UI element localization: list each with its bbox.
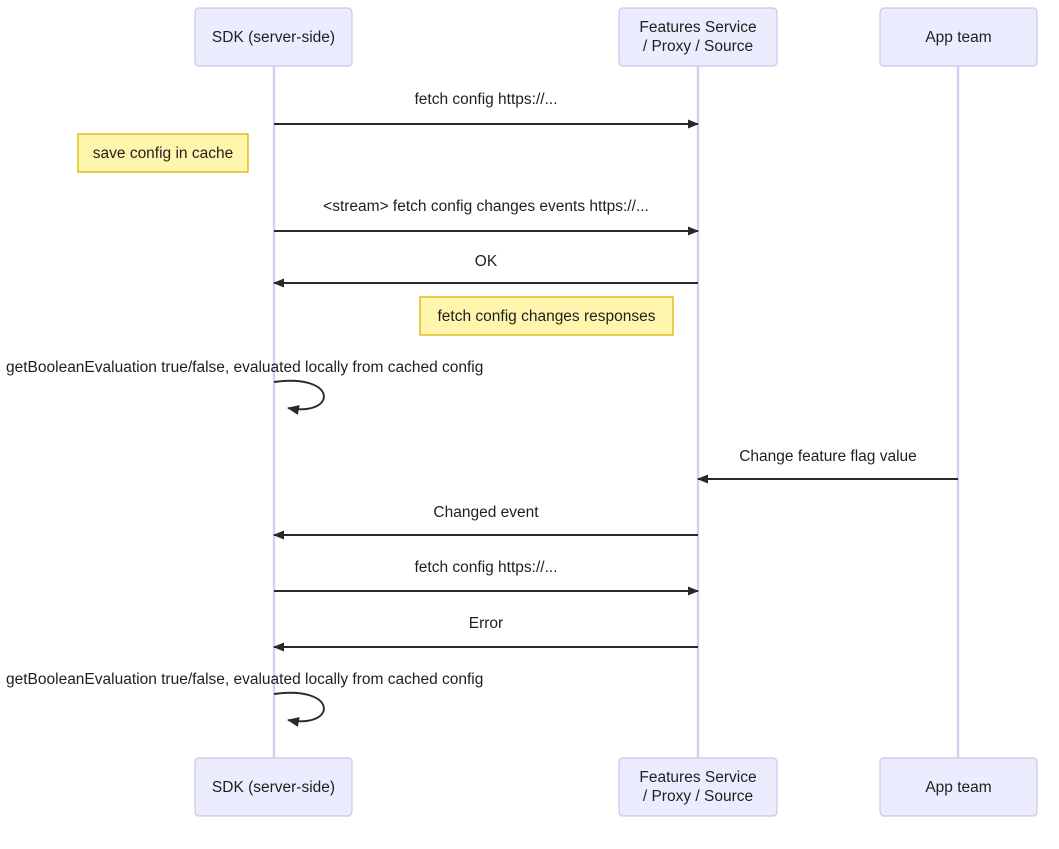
message-label: fetch config https://... xyxy=(414,91,557,108)
self-message-arrow xyxy=(273,379,325,415)
note-label: fetch config changes responses xyxy=(438,308,656,325)
participant-box xyxy=(194,7,353,67)
message-m9[interactable]: getBooleanEvaluation true/false, evaluat… xyxy=(6,671,483,727)
note-box xyxy=(419,296,674,336)
note-box xyxy=(77,133,249,173)
note-n1[interactable]: save config in cache xyxy=(77,133,249,173)
participant-box xyxy=(879,7,1038,67)
participant-sdk-top[interactable]: SDK (server-side) xyxy=(194,7,353,67)
self-message-arrow xyxy=(273,691,325,727)
message-m1[interactable]: fetch config https://... xyxy=(274,91,699,129)
message-m3[interactable]: OK xyxy=(273,253,698,288)
participant-box xyxy=(194,757,353,817)
message-m5[interactable]: Change feature flag value xyxy=(697,448,958,484)
participant-label: App team xyxy=(925,29,991,46)
participant-label: Features Service xyxy=(639,769,756,786)
participant-features-top[interactable]: Features Service / Proxy / Source xyxy=(618,7,778,67)
participant-box xyxy=(618,757,778,817)
message-label: Changed event xyxy=(433,504,539,521)
message-label: Change feature flag value xyxy=(739,448,917,465)
message-label: Error xyxy=(469,615,503,632)
message-m8[interactable]: Error xyxy=(273,615,698,652)
participant-label: SDK (server-side) xyxy=(212,779,335,796)
message-label: OK xyxy=(475,253,498,270)
message-m6[interactable]: Changed event xyxy=(273,504,698,540)
message-label: getBooleanEvaluation true/false, evaluat… xyxy=(6,671,483,688)
lifelines-group xyxy=(272,66,960,758)
participant-appteam-top[interactable]: App team xyxy=(879,7,1038,67)
message-m7[interactable]: fetch config https://... xyxy=(274,559,699,596)
actors-group: SDK (server-side) Features Service / Proxy… xyxy=(194,7,1038,817)
message-label: getBooleanEvaluation true/false, evaluat… xyxy=(6,359,483,376)
participant-appteam-bottom[interactable]: App team xyxy=(879,757,1038,817)
participant-features-bottom[interactable]: Features Service / Proxy / Source xyxy=(618,757,778,817)
participant-label-line2: / Proxy / Source xyxy=(643,788,753,805)
message-label: fetch config https://... xyxy=(414,559,557,576)
participant-box xyxy=(618,7,778,67)
participant-sdk-bottom[interactable]: SDK (server-side) xyxy=(194,757,353,817)
participant-label: SDK (server-side) xyxy=(212,29,335,46)
message-m2[interactable]: <stream> fetch config changes events htt… xyxy=(274,198,699,236)
note-label: save config in cache xyxy=(93,145,233,162)
message-label: <stream> fetch config changes events htt… xyxy=(323,198,649,215)
participant-label-line2: / Proxy / Source xyxy=(643,38,753,55)
notes-group: save config in cache fetch config changes… xyxy=(77,133,674,336)
participant-label: Features Service xyxy=(639,19,756,36)
messages-group: fetch config https://... <stream> fetch c… xyxy=(6,91,958,727)
note-n2[interactable]: fetch config changes responses xyxy=(419,296,674,336)
participant-label: App team xyxy=(925,779,991,796)
message-m4[interactable]: getBooleanEvaluation true/false, evaluat… xyxy=(6,359,483,415)
participant-box xyxy=(879,757,1038,817)
